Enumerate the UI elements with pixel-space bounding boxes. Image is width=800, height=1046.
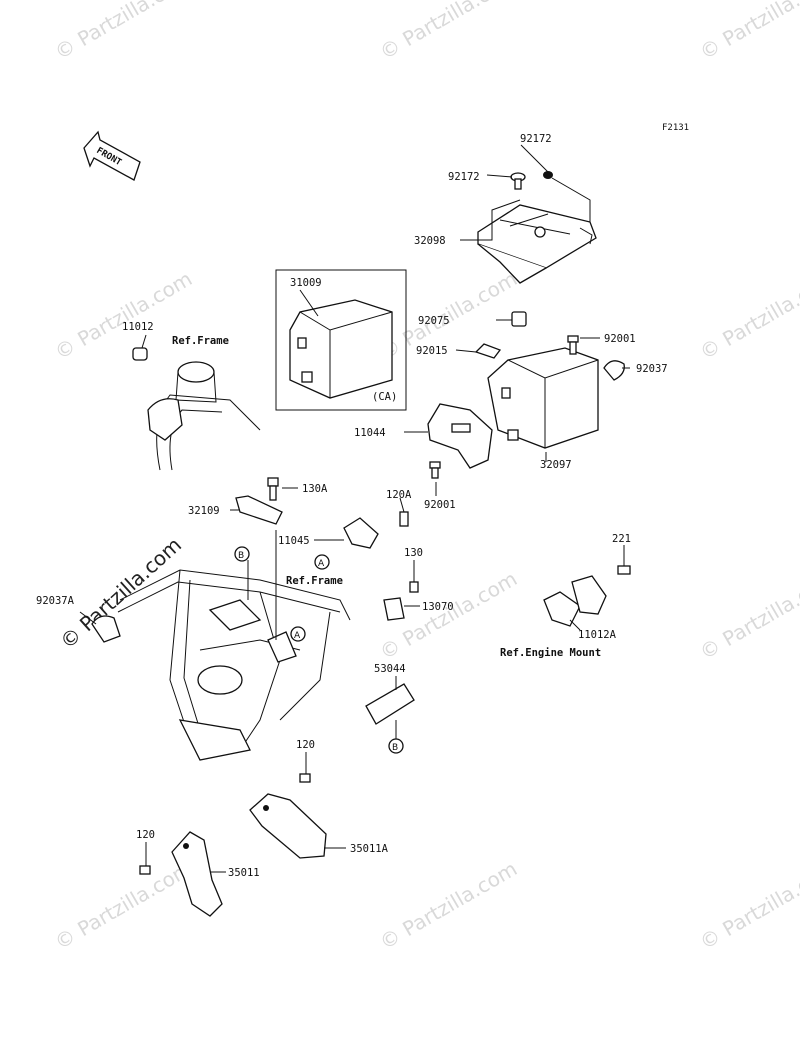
callout-120-low: 120 bbox=[136, 829, 155, 841]
callout-92037: 92037 bbox=[636, 363, 668, 375]
damper-92075 bbox=[511, 311, 527, 327]
clamp-92037A bbox=[91, 615, 121, 643]
callout-120A: 120A bbox=[386, 489, 412, 501]
bolt-120-low bbox=[139, 865, 151, 875]
clamp-92037 bbox=[603, 360, 625, 381]
callout-92001-bottom: 92001 bbox=[424, 499, 456, 511]
bolt-92172-left bbox=[510, 172, 526, 190]
bolt-92172-top bbox=[543, 171, 591, 222]
bolt-221 bbox=[617, 565, 631, 575]
bracket-13070 bbox=[383, 597, 405, 621]
bracket-35011A bbox=[249, 793, 327, 859]
watermark: © Partzilla.com bbox=[696, 566, 800, 664]
watermark: © Partzilla.com bbox=[51, 856, 197, 954]
callout-11045: 11045 bbox=[278, 535, 310, 547]
callout-130: 130 bbox=[404, 547, 423, 559]
bracket-11012A bbox=[543, 575, 607, 627]
battery-case-31009 bbox=[289, 299, 393, 399]
main-frame bbox=[117, 569, 351, 761]
callout-11012: 11012 bbox=[122, 321, 154, 333]
watermark: © Partzilla.com bbox=[376, 0, 522, 64]
bolt-120-mid bbox=[299, 773, 311, 783]
note-ref-engine-mount: Ref.Engine Mount bbox=[500, 647, 601, 659]
note-ref-frame-top: Ref.Frame bbox=[172, 335, 229, 347]
callout-130A: 130A bbox=[302, 483, 328, 495]
watermark: © Partzilla.com bbox=[696, 856, 800, 954]
callout-13070: 13070 bbox=[422, 601, 454, 613]
callout-35011: 35011 bbox=[228, 867, 260, 879]
marker-a-1: A bbox=[314, 554, 330, 570]
bracket-35011 bbox=[171, 831, 223, 917]
bolt-130 bbox=[409, 581, 419, 593]
bracket-92015 bbox=[474, 343, 502, 359]
bolt-130A bbox=[267, 477, 279, 501]
callout-11044: 11044 bbox=[354, 427, 386, 439]
battery-case-cover-32098 bbox=[477, 204, 597, 284]
callout-221: 221 bbox=[612, 533, 631, 545]
note-ca: (CA) bbox=[372, 391, 397, 403]
callout-92172-top: 92172 bbox=[520, 133, 552, 145]
watermark-dark: © Partzilla.com bbox=[55, 533, 186, 654]
watermark: © Partzilla.com bbox=[696, 0, 800, 64]
note-ref-frame-mid: Ref.Frame bbox=[286, 575, 343, 587]
marker-b-2: B bbox=[388, 738, 404, 754]
callout-32097: 32097 bbox=[540, 459, 572, 471]
callout-92172-left: 92172 bbox=[448, 171, 480, 183]
watermark: © Partzilla.com bbox=[51, 0, 197, 64]
bracket-11045 bbox=[343, 517, 379, 549]
bolt-120A bbox=[399, 511, 409, 527]
marker-a-2: A bbox=[290, 626, 306, 642]
callout-53044: 53044 bbox=[374, 663, 406, 675]
marker-b-1-label: B bbox=[238, 551, 244, 561]
callout-35011A: 35011A bbox=[350, 843, 389, 855]
callouts: 92172 92172 32098 31009 92075 92001 9201… bbox=[36, 133, 668, 879]
callout-92075: 92075 bbox=[418, 315, 450, 327]
front-arrow-icon: FRONT bbox=[83, 130, 141, 181]
bolt-92001-bottom bbox=[429, 461, 441, 479]
bolt-92001-top bbox=[567, 335, 579, 355]
callout-92001-top: 92001 bbox=[604, 333, 636, 345]
watermark: © Partzilla.com bbox=[376, 856, 522, 954]
marker-b-2-label: B bbox=[392, 743, 398, 753]
callout-120-mid: 120 bbox=[296, 739, 315, 751]
marker-b-1: B bbox=[234, 546, 250, 562]
watermark: © Partzilla.com bbox=[696, 266, 800, 364]
leader-lines bbox=[79, 144, 630, 873]
callout-32109: 32109 bbox=[188, 505, 220, 517]
watermark: © Partzilla.com bbox=[51, 266, 197, 364]
callout-32098: 32098 bbox=[414, 235, 446, 247]
figure-code: F2131 bbox=[662, 123, 689, 133]
bracket-11044 bbox=[427, 403, 493, 469]
callout-31009: 31009 bbox=[290, 277, 322, 289]
frame-head-reference bbox=[132, 347, 261, 471]
marker-a-1-label: A bbox=[318, 559, 325, 569]
watermarks: © Partzilla.com © Partzilla.com © Partzi… bbox=[51, 0, 800, 954]
callout-92015: 92015 bbox=[416, 345, 448, 357]
callout-92037A: 92037A bbox=[36, 595, 75, 607]
sleeve-53044 bbox=[365, 683, 415, 725]
inset-box-ca bbox=[275, 269, 407, 411]
callout-11012A: 11012A bbox=[578, 629, 617, 641]
battery-case-32097 bbox=[487, 347, 599, 449]
marker-a-2-label: A bbox=[294, 631, 301, 641]
